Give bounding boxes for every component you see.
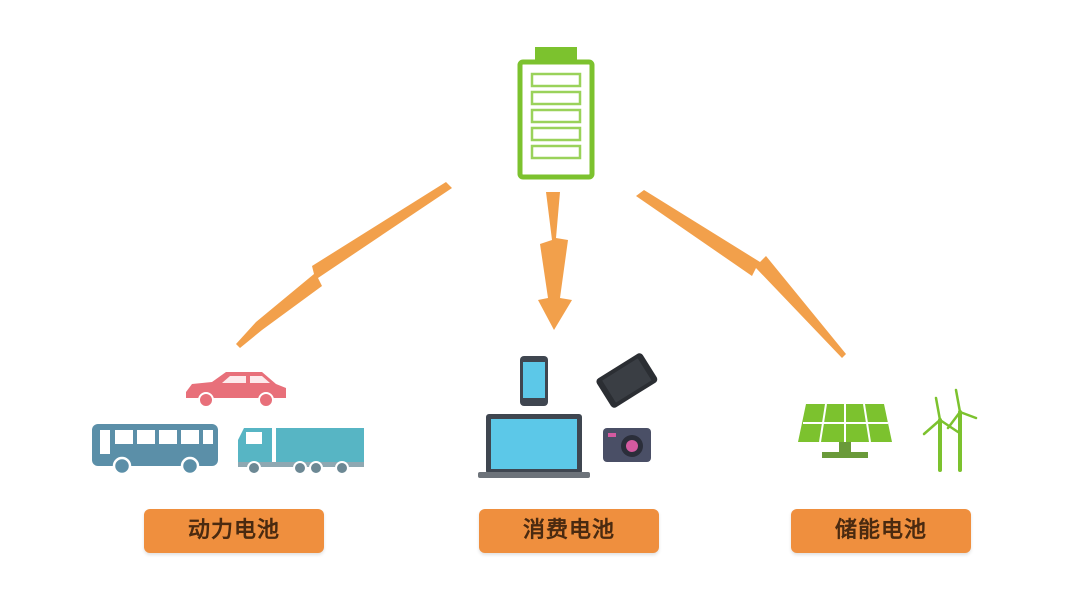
camera-icon	[603, 428, 651, 462]
label-consumer-battery: 消费电池	[479, 509, 659, 553]
smartphone-icon	[520, 356, 548, 406]
label-storage-battery: 储能电池	[791, 509, 971, 553]
arrow-to-consumer	[538, 192, 572, 330]
label-power-battery: 动力电池	[144, 509, 324, 553]
solar-panel-icon	[798, 403, 892, 458]
battery-icon	[517, 47, 595, 180]
car-icon	[186, 372, 286, 408]
arrow-to-storage	[636, 190, 846, 358]
arrow-to-power	[236, 182, 452, 348]
wind-turbine-icon	[922, 388, 978, 472]
tablet-icon	[596, 353, 658, 408]
bus-icon	[92, 424, 218, 476]
laptop-icon	[478, 414, 590, 478]
truck-icon	[238, 428, 364, 475]
